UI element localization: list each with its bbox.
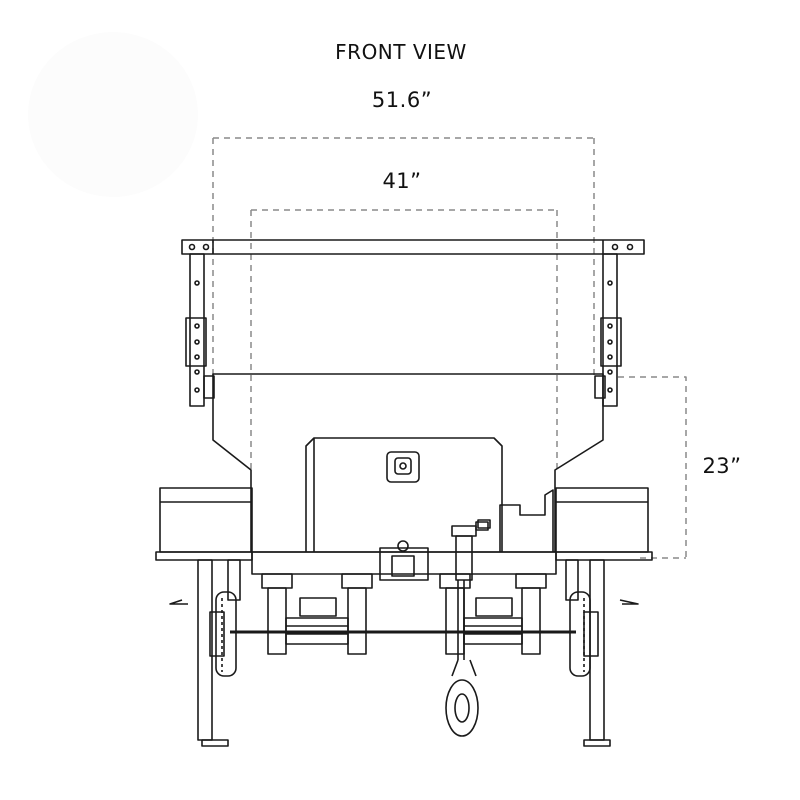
- tool-box: [305, 437, 503, 552]
- left-fender: [155, 487, 253, 561]
- left-post: [185, 253, 215, 407]
- left-wheel: [209, 591, 237, 677]
- right-stabilizer: [565, 559, 639, 747]
- height-label: 23”: [702, 454, 742, 478]
- tongue-jack: [445, 519, 491, 737]
- overall-width-label: 51.6”: [371, 88, 433, 112]
- right-fender: [555, 487, 653, 561]
- diagram-title: FRONT VIEW: [335, 40, 467, 64]
- main-frame: [251, 540, 557, 581]
- inner-width-dimension: [250, 209, 558, 470]
- top-rail: [181, 239, 645, 255]
- left-suspension: [261, 573, 373, 655]
- jack-bracket: [475, 489, 554, 552]
- dimension-lines: [212, 137, 687, 559]
- right-suspension: [439, 573, 547, 655]
- background-blur: [28, 32, 198, 197]
- right-post: [594, 253, 622, 407]
- overall-width-dimension: [212, 137, 595, 380]
- hopper-body: [212, 373, 604, 553]
- height-dimension: [618, 376, 687, 559]
- left-stabilizer: [169, 559, 241, 747]
- inner-width-label: 41”: [382, 169, 422, 193]
- right-wheel: [569, 591, 599, 677]
